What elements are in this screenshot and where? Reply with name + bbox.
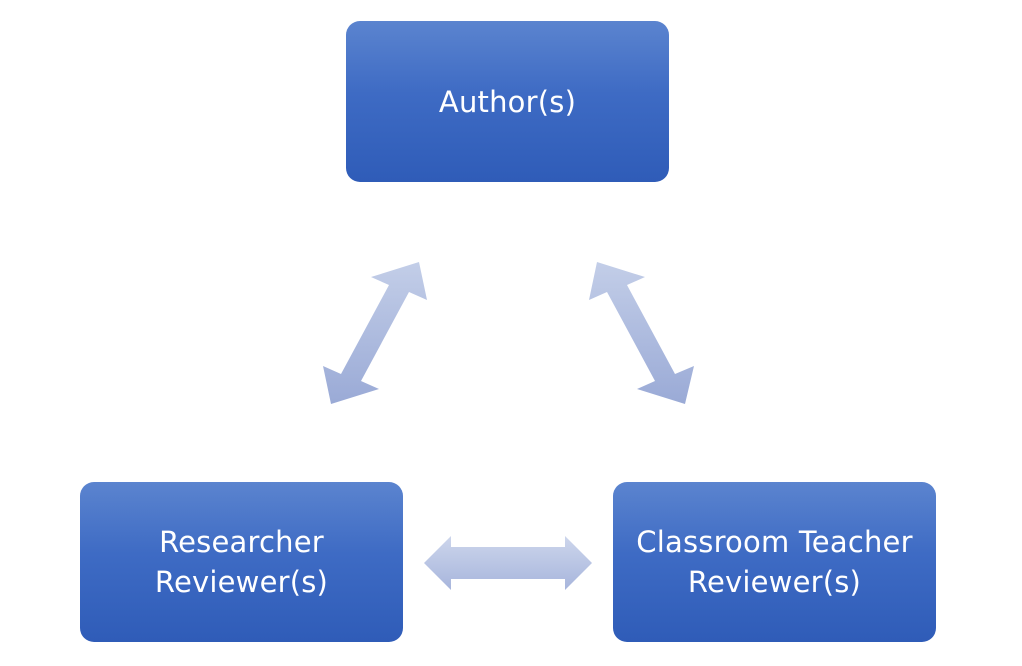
teacher-label-line-2: Reviewer(s) [687, 565, 862, 599]
author-label: Author(s) [438, 84, 577, 119]
researcher-reviewer-node: Researcher Reviewer(s) [80, 482, 403, 642]
author-node: Author(s) [346, 21, 669, 182]
teacher-label-line-1: Classroom Teacher [636, 525, 913, 559]
arrow-researcher-teacher [424, 536, 592, 590]
researcher-label-line-1: Researcher [159, 525, 324, 559]
researcher-label-line-2: Reviewer(s) [154, 565, 329, 599]
arrow-author-teacher [589, 262, 694, 404]
classroom-teacher-reviewer-node: Classroom Teacher Reviewer(s) [613, 482, 936, 642]
arrow-author-researcher [323, 262, 427, 404]
